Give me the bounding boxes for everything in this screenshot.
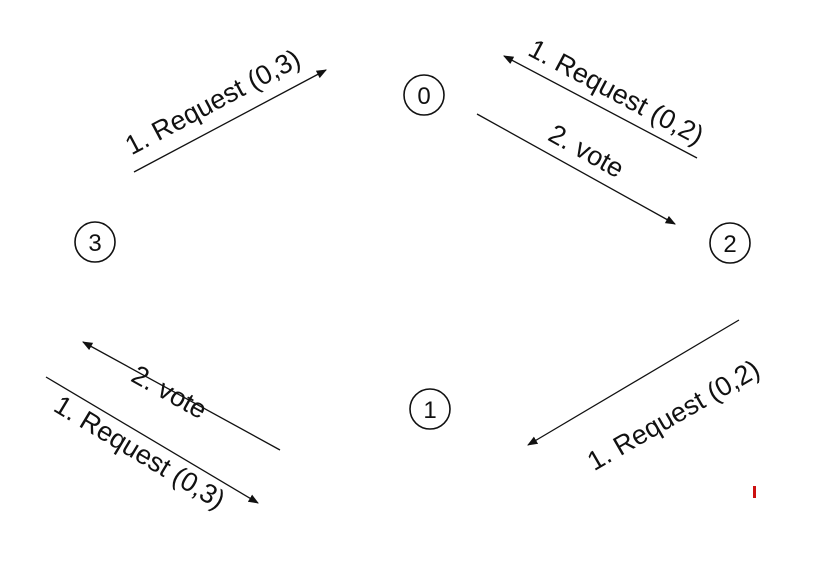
node-2-label: 2 xyxy=(723,231,736,258)
arrow-request-0-3-bottom xyxy=(45,376,259,504)
cursor-marker xyxy=(753,486,756,498)
node-3-label: 3 xyxy=(88,230,101,257)
node-0-label: 0 xyxy=(417,83,430,110)
arrow-request-0-2-top xyxy=(503,55,698,159)
node-1: 1 xyxy=(409,388,451,430)
arrow-vote-3 xyxy=(82,341,281,451)
label-request-0-2-bottom: 1. Request (0,2) xyxy=(582,354,765,477)
arrow-vote-0-2 xyxy=(476,113,676,225)
node-0: 0 xyxy=(403,74,445,116)
node-2: 2 xyxy=(709,222,751,264)
node-3: 3 xyxy=(74,221,116,263)
label-request-0-3-top: 1. Request (0,3) xyxy=(120,43,305,160)
arrow-request-0-3-top xyxy=(133,69,327,173)
arrow-request-0-2-bottom xyxy=(527,319,740,446)
label-vote-3: 2. vote xyxy=(127,359,212,425)
node-1-label: 1 xyxy=(423,397,436,424)
